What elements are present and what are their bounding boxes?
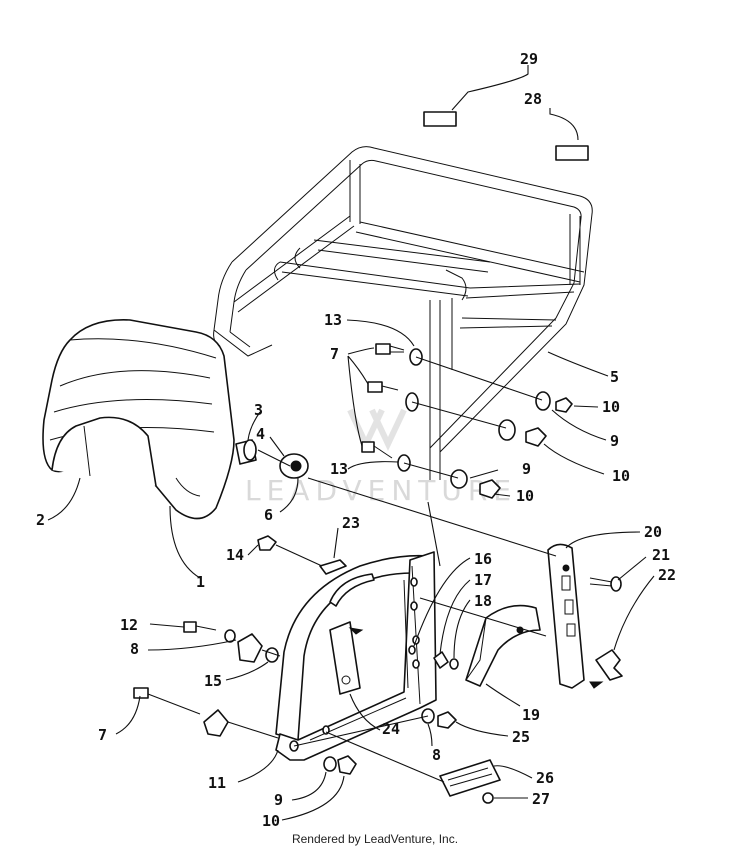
knob-22 xyxy=(595,649,623,681)
callout-10c: 10 xyxy=(516,487,534,505)
screw-27 xyxy=(482,792,494,804)
callout-22: 22 xyxy=(658,566,676,584)
bolt-13b xyxy=(361,441,375,453)
clip-23 xyxy=(319,559,347,575)
knob-7c xyxy=(203,709,229,737)
grommet-4 xyxy=(279,453,309,479)
nut-10b xyxy=(525,427,547,447)
nut-10a xyxy=(555,397,573,413)
callout-15: 15 xyxy=(204,672,222,690)
callout-2: 2 xyxy=(36,511,45,529)
callout-28: 28 xyxy=(524,90,542,108)
hardware-upper xyxy=(361,343,573,499)
callout-9a: 9 xyxy=(610,432,619,450)
callout-9b: 9 xyxy=(522,460,531,478)
callout-8b: 8 xyxy=(432,746,441,764)
callout-20: 20 xyxy=(644,523,662,541)
callout-26: 26 xyxy=(536,769,554,787)
callout-18: 18 xyxy=(474,592,492,610)
nut-10c xyxy=(479,479,501,499)
callout-24: 24 xyxy=(382,720,400,738)
callout-27: 27 xyxy=(532,790,550,808)
reflector-26 xyxy=(439,759,501,797)
support-arm-20 xyxy=(547,543,604,689)
clip-17 xyxy=(433,651,449,669)
knob-8a xyxy=(237,633,263,663)
callout-10b: 10 xyxy=(612,467,630,485)
washer-18 xyxy=(449,658,459,670)
callout-21: 21 xyxy=(652,546,670,564)
washer-9c xyxy=(323,756,337,772)
washer-8a xyxy=(224,629,236,643)
bolt-7b xyxy=(367,381,383,393)
callout-23: 23 xyxy=(342,514,360,532)
callout-3: 3 xyxy=(254,401,263,419)
bolt-12 xyxy=(183,621,197,633)
callout-17: 17 xyxy=(474,571,492,589)
leader-lines xyxy=(47,65,655,821)
callout-25: 25 xyxy=(512,728,530,746)
spacer-3 xyxy=(235,439,257,465)
watermark-text: LEADVENTURE xyxy=(245,474,517,507)
callout-8a: 8 xyxy=(130,640,139,658)
callout-5: 5 xyxy=(610,368,619,386)
callout-9c: 9 xyxy=(274,791,283,809)
rack-frame xyxy=(213,146,593,480)
callout-10d: 10 xyxy=(262,812,280,830)
callout-14: 14 xyxy=(226,546,244,564)
bolt-21 xyxy=(589,576,622,592)
callout-13a: 13 xyxy=(324,311,342,329)
callout-29: 29 xyxy=(520,50,538,68)
callout-13b: 13 xyxy=(330,460,348,478)
hardware-left xyxy=(133,621,457,775)
armrest-pad-19 xyxy=(465,604,541,687)
callouts: 29 28 13 7 5 10 3 4 9 13 9 10 10 6 2 23 … xyxy=(36,50,676,830)
callout-19: 19 xyxy=(522,706,540,724)
callout-11: 11 xyxy=(208,774,226,792)
decal-28 xyxy=(555,145,589,161)
callout-1: 1 xyxy=(196,573,205,591)
watermark-logo-icon xyxy=(347,408,407,452)
callout-7a: 7 xyxy=(330,345,339,363)
bolt-7a xyxy=(375,343,391,355)
callout-6: 6 xyxy=(264,506,273,524)
backrest-cushion xyxy=(42,319,235,520)
bolt-7c xyxy=(133,687,149,699)
washer-9a xyxy=(535,391,551,411)
screw-16 xyxy=(408,645,416,655)
washer-9-mid xyxy=(498,419,516,441)
washer-9b xyxy=(450,469,468,489)
nut-10d xyxy=(337,755,357,775)
callout-16: 16 xyxy=(474,550,492,568)
callout-7b: 7 xyxy=(98,726,107,744)
callout-10a: 10 xyxy=(602,398,620,416)
nut-25 xyxy=(437,711,457,729)
backrest-bracket xyxy=(275,551,437,761)
nut-14 xyxy=(257,535,277,551)
callout-12: 12 xyxy=(120,616,138,634)
footer-credit: Rendered by LeadVenture, Inc. xyxy=(291,832,459,846)
decal-29 xyxy=(423,111,457,127)
callout-4: 4 xyxy=(256,425,265,443)
